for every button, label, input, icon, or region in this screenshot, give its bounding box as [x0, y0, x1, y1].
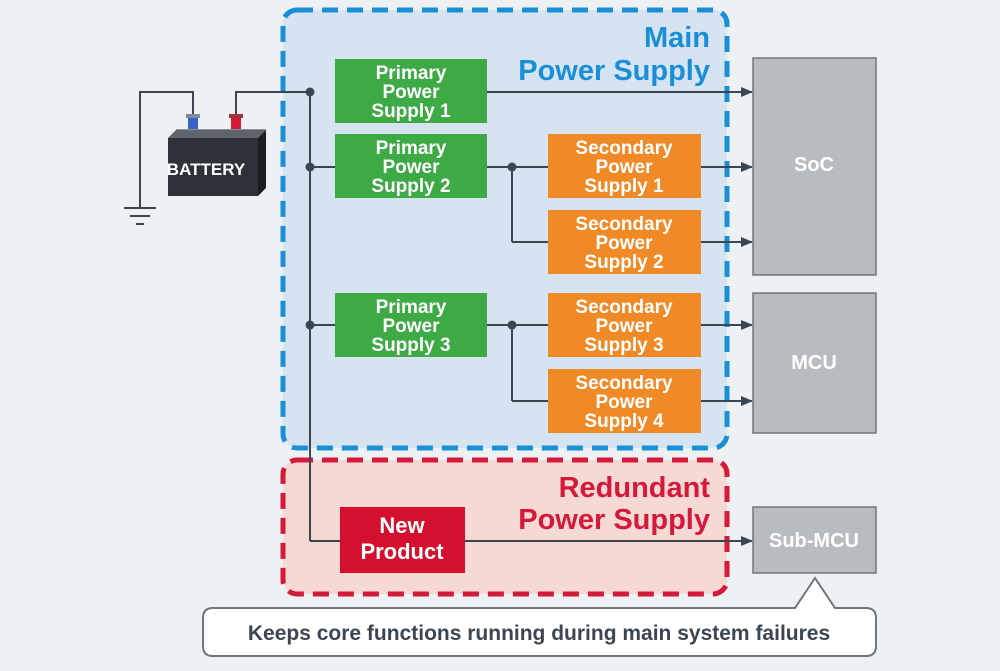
secondary-4-line2: Power: [595, 392, 653, 413]
primary-2-line1: Primary: [376, 138, 447, 159]
primary-2-line2: Power: [382, 157, 440, 178]
new-product-line1: New: [379, 513, 425, 538]
primary-power-supply-2: Primary Power Supply 2: [335, 134, 487, 198]
soc-label: SoC: [794, 154, 834, 176]
callout-text: Keeps core functions running during main…: [248, 622, 830, 645]
secondary-power-supply-2: Secondary Power Supply 2: [548, 210, 701, 274]
main-title-line2: Power Supply: [518, 55, 710, 87]
secondary-2-line1: Secondary: [575, 214, 673, 235]
secondary-power-supply-4: Secondary Power Supply 4: [548, 369, 701, 433]
secondary-1-line2: Power: [595, 157, 653, 178]
primary-3-line1: Primary: [376, 297, 447, 318]
sub-mcu-label: Sub-MCU: [769, 530, 859, 552]
wiring: [139, 87, 753, 546]
primary-power-supply-1: Primary Power Supply 1: [335, 59, 487, 123]
callout-bubble: Keeps core functions running during main…: [202, 576, 877, 657]
secondary-2-line3: Supply 2: [584, 252, 663, 273]
primary-1-line2: Power: [382, 82, 440, 103]
ground-wire: [139, 91, 194, 207]
redundant-title-line1: Redundant: [559, 472, 711, 504]
secondary-1-line1: Secondary: [575, 138, 673, 159]
secondary-3-line1: Secondary: [575, 297, 673, 318]
primary-1-line1: Primary: [376, 63, 447, 84]
junction-dots: [305, 87, 517, 330]
primary-2-line3: Supply 2: [371, 176, 450, 197]
new-product-line2: Product: [360, 539, 444, 564]
new-product-box: New Product: [340, 507, 465, 573]
mcu-label: MCU: [791, 352, 837, 374]
secondary-2-line2: Power: [595, 233, 653, 254]
positive-wire: [235, 91, 310, 121]
primary-1-line3: Supply 1: [371, 101, 451, 122]
secondary-power-supply-1: Secondary Power Supply 1: [548, 134, 701, 198]
sub-mcu-box: Sub-MCU: [752, 506, 877, 574]
primary-3-line2: Power: [382, 316, 440, 337]
secondary-4-line3: Supply 4: [584, 411, 664, 432]
mcu-box: MCU: [752, 292, 877, 434]
ground-icon: [124, 207, 156, 225]
battery-label: BATTERY: [167, 160, 246, 179]
secondary-4-line1: Secondary: [575, 373, 673, 394]
redundant-title-line2: Power Supply: [518, 504, 710, 536]
secondary-power-supply-3: Secondary Power Supply 3: [548, 293, 701, 357]
primary-power-supply-3: Primary Power Supply 3: [335, 293, 487, 357]
soc-box: SoC: [752, 57, 877, 276]
battery-icon: [168, 114, 266, 196]
secondary-3-line2: Power: [595, 316, 653, 337]
secondary-3-line3: Supply 3: [584, 335, 663, 356]
primary-3-line3: Supply 3: [371, 335, 450, 356]
main-title-line1: Main: [644, 22, 710, 54]
secondary-1-line3: Supply 1: [584, 176, 664, 197]
